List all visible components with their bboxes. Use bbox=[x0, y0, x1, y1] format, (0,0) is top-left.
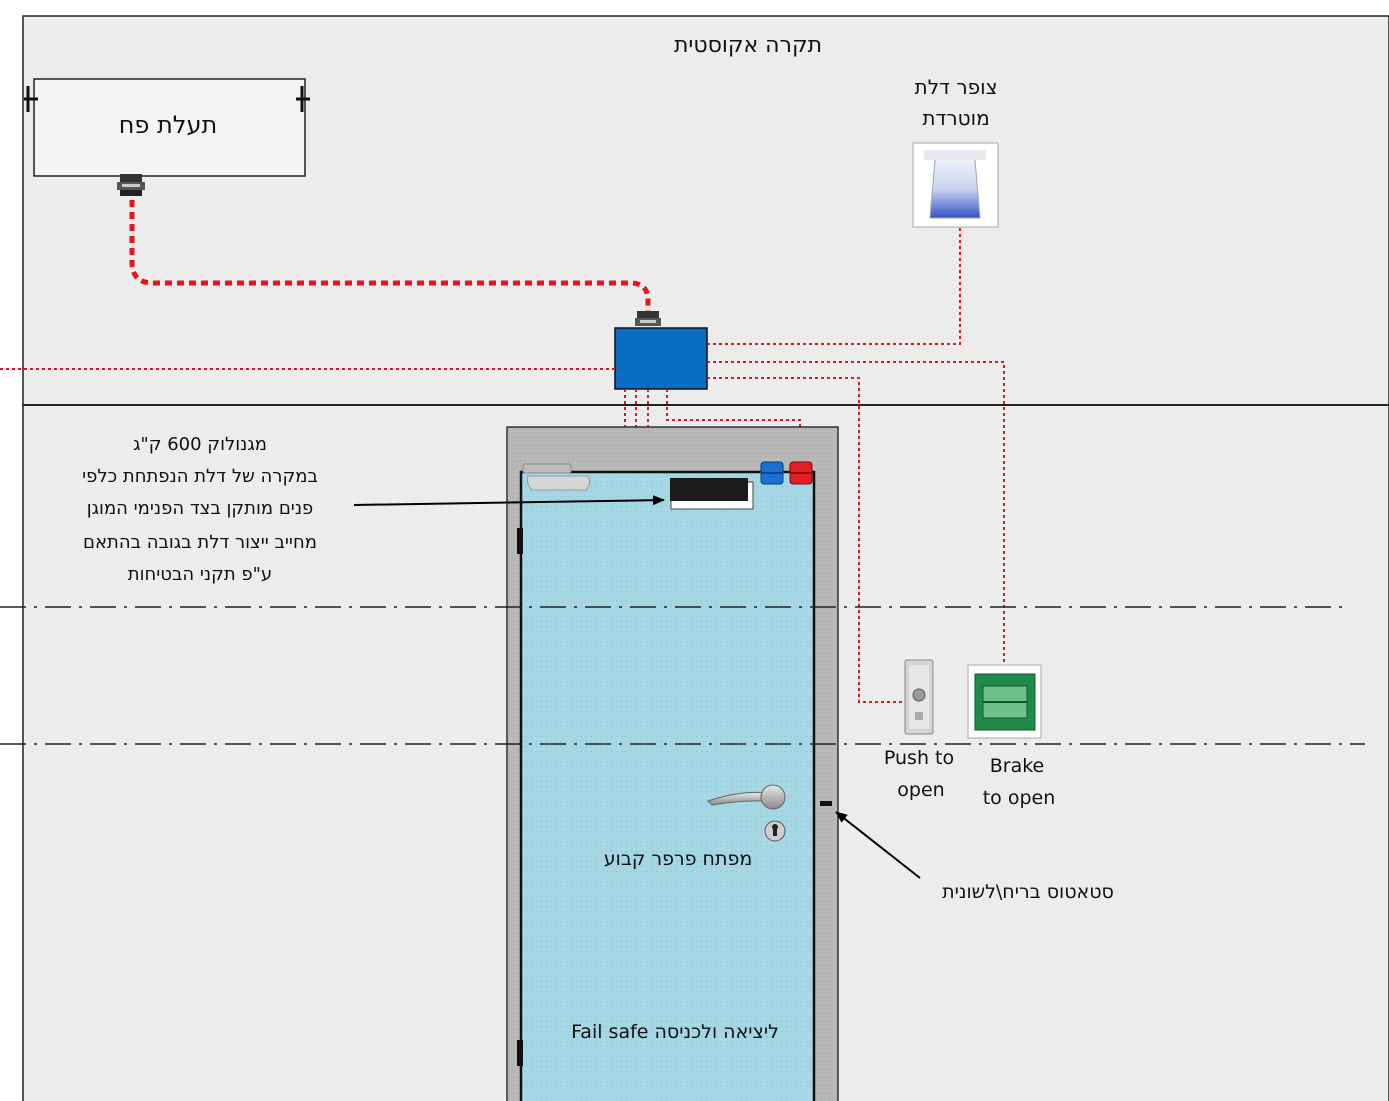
cable-gland-icon bbox=[117, 174, 145, 196]
maglock-note: מגנולוק 600 ק"ג במקרה של דלת הנפתחת כלפי… bbox=[82, 434, 318, 585]
push-button-icon bbox=[912, 688, 926, 702]
maglock-icon bbox=[670, 478, 754, 510]
door: מפתח פרפר קבוע ליציאה ולכניסה Fail safe bbox=[506, 426, 839, 1101]
maglock-note-line5: ע"פ תקני הבטיחות bbox=[128, 564, 272, 585]
power-cable bbox=[129, 200, 651, 316]
key-cylinder-icon bbox=[764, 820, 786, 842]
red-terminal-icon bbox=[789, 461, 813, 485]
break-glass: Brake to open bbox=[967, 664, 1056, 809]
door-status-label: סטאטוס בריח\לשונית bbox=[942, 881, 1114, 903]
cable-tray: תעלת פח bbox=[24, 78, 310, 196]
fail-safe-label: ליציאה ולכניסה Fail safe bbox=[571, 1021, 779, 1043]
maglock-note-line3: פנים מותקן בצד הפנימי המוגן bbox=[87, 498, 314, 519]
siren: צופר דלת מוטרדת bbox=[912, 75, 999, 228]
cable-tray-label: תעלת פח bbox=[119, 111, 218, 139]
control-box bbox=[614, 311, 708, 390]
maglock-arrow bbox=[353, 495, 665, 506]
siren-label-line2: מוטרדת bbox=[922, 106, 989, 130]
siren-icon bbox=[924, 150, 986, 219]
hinge-bottom bbox=[517, 1040, 523, 1066]
push-button: Push to open bbox=[884, 659, 954, 801]
ceiling-label: תקרה אקוסטית bbox=[674, 33, 822, 58]
break-to-open-line1: Brake bbox=[990, 755, 1045, 777]
hinge-top bbox=[517, 528, 523, 554]
maglock-note-line2: במקרה של דלת הנפתחת כלפי bbox=[82, 466, 318, 487]
door-handle-icon bbox=[707, 784, 786, 810]
blue-terminal-icon bbox=[760, 461, 784, 485]
maglock-note-line1: מגנולוק 600 ק"ג bbox=[133, 434, 267, 455]
door-leaf bbox=[519, 470, 816, 1101]
door-closer-icon bbox=[522, 463, 591, 491]
push-to-open-line1: Push to bbox=[884, 747, 954, 769]
siren-label-line1: צופר דלת bbox=[915, 75, 998, 99]
door-status-arrow bbox=[835, 811, 921, 879]
break-to-open-line2: to open bbox=[983, 787, 1056, 809]
push-to-open-line2: open bbox=[897, 779, 944, 801]
door-status-sensor bbox=[820, 801, 832, 806]
box-gland-icon bbox=[635, 311, 661, 326]
key-cylinder-label: מפתח פרפר קבוע bbox=[604, 848, 752, 870]
break-glass-icon bbox=[974, 673, 1036, 731]
maglock-note-line4: מחייב ייצור דלת בגובה בהתאם bbox=[83, 532, 317, 553]
